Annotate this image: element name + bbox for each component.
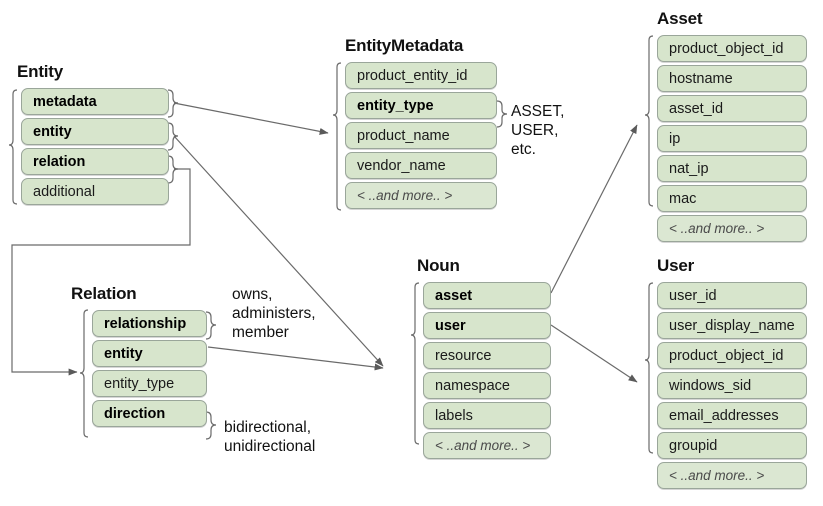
entity-metadata-brace xyxy=(167,89,179,118)
asset-row[interactable]: < ..and more.. > xyxy=(657,215,807,242)
user-row[interactable]: groupid xyxy=(657,432,807,459)
row-label: entity_type xyxy=(357,97,434,114)
noun-row[interactable]: asset xyxy=(423,282,551,309)
asset-row[interactable]: mac xyxy=(657,185,807,212)
row-label: entity_type xyxy=(104,375,175,392)
row-label: relationship xyxy=(104,315,187,332)
relation-relationship-brace xyxy=(205,311,217,340)
asset-row[interactable]: hostname xyxy=(657,65,807,92)
row-label: entity xyxy=(104,345,143,362)
entity-relation-brace xyxy=(167,155,179,184)
row-label: namespace xyxy=(435,377,510,394)
link-noun-user-to-user xyxy=(550,324,638,383)
user-row[interactable]: email_addresses xyxy=(657,402,807,429)
annotation-entity-type-values: ASSET, USER, etc. xyxy=(511,103,565,158)
entity-metadata-row[interactable]: vendor_name xyxy=(345,152,497,179)
noun-row[interactable]: < ..and more.. > xyxy=(423,432,551,459)
row-label: product_entity_id xyxy=(357,67,468,84)
row-label: email_addresses xyxy=(669,407,779,424)
asset-row[interactable]: product_object_id xyxy=(657,35,807,62)
user-left-brace xyxy=(644,282,654,454)
row-label: user_display_name xyxy=(669,317,795,334)
user-row[interactable]: user_id xyxy=(657,282,807,309)
entity-metadata-rows: product_entity_id entity_type product_name… xyxy=(345,62,497,212)
entity-metadata-row[interactable]: < ..and more.. > xyxy=(345,182,497,209)
entity-metadata-row[interactable]: product_entity_id xyxy=(345,62,497,89)
entity-metadata-row[interactable]: product_name xyxy=(345,122,497,149)
noun-rows: asset user resource namespace labels < ..and … xyxy=(423,282,551,462)
row-label: product_object_id xyxy=(669,40,784,57)
asset-row[interactable]: asset_id xyxy=(657,95,807,122)
annotation-relationship-values: owns, administers, member xyxy=(232,286,316,341)
entity-entity-brace xyxy=(167,122,179,151)
asset-left-brace xyxy=(644,35,654,207)
noun-row[interactable]: namespace xyxy=(423,372,551,399)
relation-rows: relationship entity entity_type direction xyxy=(92,310,207,430)
relation-row[interactable]: entity xyxy=(92,340,207,367)
noun-left-brace xyxy=(410,282,420,445)
user-rows: user_id user_display_name product_object_i… xyxy=(657,282,807,492)
row-label: labels xyxy=(435,407,473,424)
entity-metadata-row[interactable]: entity_type xyxy=(345,92,497,119)
row-label: additional xyxy=(33,183,96,200)
row-label: resource xyxy=(435,347,492,364)
noun-row[interactable]: resource xyxy=(423,342,551,369)
relation-row[interactable]: direction xyxy=(92,400,207,427)
row-label: windows_sid xyxy=(669,377,752,394)
row-label: relation xyxy=(33,153,86,170)
row-label: asset_id xyxy=(669,100,724,117)
entity-row[interactable]: metadata xyxy=(21,88,169,115)
relation-title: Relation xyxy=(71,284,137,303)
entity-row[interactable]: entity xyxy=(21,118,169,145)
entity-metadata-left-brace xyxy=(332,62,342,211)
row-label: user_id xyxy=(669,287,717,304)
entity-metadata-title: EntityMetadata xyxy=(345,36,464,55)
row-label: < ..and more.. > xyxy=(669,468,765,483)
row-label: ip xyxy=(669,130,681,147)
user-row[interactable]: windows_sid xyxy=(657,372,807,399)
row-label: groupid xyxy=(669,437,718,454)
user-row[interactable]: user_display_name xyxy=(657,312,807,339)
row-label: < ..and more.. > xyxy=(669,221,765,236)
entity-rows: metadata entity relation additional xyxy=(21,88,169,208)
relation-direction-brace xyxy=(205,411,217,440)
entity-left-brace xyxy=(8,89,18,205)
row-label: metadata xyxy=(33,93,97,110)
row-label: < ..and more.. > xyxy=(435,438,531,453)
row-label: mac xyxy=(669,190,697,207)
entity-row[interactable]: relation xyxy=(21,148,169,175)
relation-left-brace xyxy=(79,309,89,438)
entity-row[interactable]: additional xyxy=(21,178,169,205)
asset-row[interactable]: nat_ip xyxy=(657,155,807,182)
user-title: User xyxy=(657,256,695,275)
row-label: user xyxy=(435,317,466,334)
row-label: direction xyxy=(104,405,166,422)
asset-row[interactable]: ip xyxy=(657,125,807,152)
row-label: < ..and more.. > xyxy=(357,188,453,203)
row-label: vendor_name xyxy=(357,157,446,174)
relation-row[interactable]: relationship xyxy=(92,310,207,337)
row-label: product_object_id xyxy=(669,347,784,364)
annotation-direction-values: bidirectional, unidirectional xyxy=(224,419,316,455)
noun-row[interactable]: user xyxy=(423,312,551,339)
row-label: hostname xyxy=(669,70,733,87)
noun-title: Noun xyxy=(417,256,460,275)
user-row[interactable]: < ..and more.. > xyxy=(657,462,807,489)
row-label: product_name xyxy=(357,127,450,144)
row-label: entity xyxy=(33,123,72,140)
row-label: nat_ip xyxy=(669,160,709,177)
link-relation-entity-to-noun xyxy=(207,346,384,371)
noun-row[interactable]: labels xyxy=(423,402,551,429)
entity-type-value-brace xyxy=(496,100,508,128)
entity-title: Entity xyxy=(17,62,64,81)
row-label: asset xyxy=(435,287,473,304)
relation-row[interactable]: entity_type xyxy=(92,370,207,397)
asset-title: Asset xyxy=(657,9,703,28)
link-metadata-to-entitymetadata xyxy=(173,102,329,135)
user-row[interactable]: product_object_id xyxy=(657,342,807,369)
